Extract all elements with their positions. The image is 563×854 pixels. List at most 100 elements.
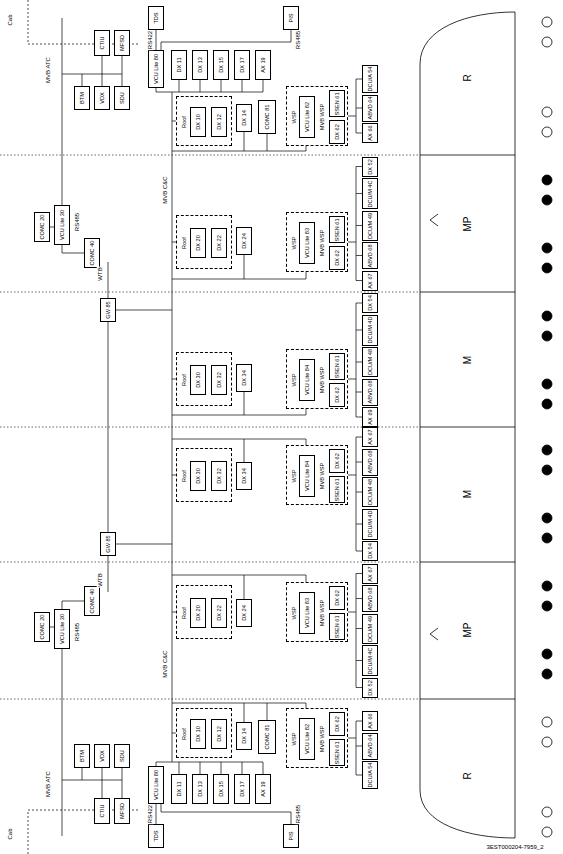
bus-line xyxy=(116,310,172,311)
bus-line xyxy=(221,80,222,92)
car-boundary xyxy=(0,155,420,699)
module-label: DX 17 xyxy=(239,781,246,797)
bus-line xyxy=(348,475,356,476)
module-label: DX 30 xyxy=(195,468,202,484)
module-label: DX 22 xyxy=(216,235,223,251)
module-label: DX 62 xyxy=(334,387,341,403)
group-heading: Roof xyxy=(181,374,188,386)
bus-line xyxy=(172,703,306,704)
module-box: SSEN 61 xyxy=(329,613,345,640)
interface-label: RS422 xyxy=(147,30,154,50)
module-box: SSEN 61 xyxy=(329,90,345,117)
module-box: DX 15 xyxy=(213,774,229,804)
bus-label: MVB C&C xyxy=(162,175,169,204)
module-box: VCU Lite 30 xyxy=(54,609,70,649)
module-label: AX 19 xyxy=(260,57,267,72)
module-label: DX 13 xyxy=(197,781,204,797)
module-label: DX 24 xyxy=(241,233,248,249)
bus-line xyxy=(348,738,356,739)
module-box: DX 11 xyxy=(171,774,187,804)
group-heading: MVB WSP xyxy=(319,230,326,256)
module-label: DX 15 xyxy=(218,781,225,797)
module-label: DX 20 xyxy=(195,235,202,251)
module-label: VCU Lite 84 xyxy=(304,461,311,491)
module-label: DX 20 xyxy=(195,605,202,621)
module-box: DX 62 xyxy=(329,449,345,473)
module-label: DX 10 xyxy=(195,114,202,130)
module-label: SSEN 61 xyxy=(334,92,341,115)
module-box: DX 30 xyxy=(190,365,206,395)
group-box: WSPMVB WSPVCU Lite 82SSEN 61DX 62 xyxy=(286,708,348,768)
bus-label: MVB ATC xyxy=(45,770,52,798)
module-label: DX 11 xyxy=(176,781,183,796)
bus-line xyxy=(244,575,245,599)
module-box: DX 11 xyxy=(171,50,187,80)
bus-line xyxy=(108,262,109,298)
bus-line xyxy=(356,721,357,775)
group-box: RoofDX 20DX 22 xyxy=(176,585,232,639)
module-label: COMC 40 xyxy=(89,589,96,614)
group-heading: MVB WSP xyxy=(319,367,326,393)
bus-line xyxy=(102,768,103,780)
module-label: CTIU xyxy=(99,804,106,817)
module-label: TDS xyxy=(153,830,160,841)
bus-line xyxy=(242,762,243,774)
bus-line xyxy=(306,146,307,151)
module-box: DX 22 xyxy=(211,228,227,258)
module-box: COMC 40 xyxy=(84,586,100,616)
module-label: CTIU xyxy=(99,36,106,49)
module-label: DX 12 xyxy=(216,726,223,742)
module-label: SSEN 61 xyxy=(334,615,341,638)
module-label: AX 66 xyxy=(367,713,374,728)
module-label: VDX xyxy=(99,92,106,104)
module-label: DCU/M 49 xyxy=(367,615,374,641)
module-box: ABVD 68 xyxy=(362,242,378,269)
module-label: SDU xyxy=(119,750,126,762)
module-box: DX 62 xyxy=(329,246,345,270)
connector xyxy=(62,601,84,609)
module-box: SSEN 61 xyxy=(329,216,345,243)
module-label: COMC 20 xyxy=(39,615,46,640)
module-label: COMC 20 xyxy=(39,215,46,240)
bus-line xyxy=(62,18,63,205)
group-heading: Roof xyxy=(181,237,188,249)
car-divider xyxy=(420,155,515,699)
group-heading: MVB WSP xyxy=(319,726,326,752)
module-box: VCU Lite 30 xyxy=(54,205,70,245)
module-label: DCU/M 48 xyxy=(367,479,374,505)
group-heading: Roof xyxy=(181,728,188,740)
bus-line xyxy=(200,80,201,92)
module-label: DX 32 xyxy=(216,468,223,484)
bus-line xyxy=(267,703,268,720)
bus-line xyxy=(356,574,357,688)
module-label: DX 30 xyxy=(195,372,202,388)
bus-line xyxy=(82,74,83,86)
module-box: COMC 40 xyxy=(84,238,100,268)
module-label: PIS xyxy=(288,831,295,840)
module-box: DX 54 xyxy=(362,293,378,313)
bus-line xyxy=(172,575,306,576)
module-label: DX 62 xyxy=(334,453,341,469)
bus-line xyxy=(172,151,306,152)
module-label: SSEN 61 xyxy=(334,741,341,764)
connector xyxy=(62,245,84,253)
module-box: DX 15 xyxy=(213,50,229,80)
module-box: VCU Lite 82 xyxy=(299,718,315,760)
module-label: DX 62 xyxy=(334,250,341,266)
bus-line xyxy=(348,242,356,243)
motor-wheel xyxy=(542,175,552,679)
bus-line xyxy=(348,379,356,380)
module-box: DX 34 xyxy=(236,462,252,490)
bus-line xyxy=(356,303,357,417)
connector xyxy=(156,30,157,50)
module-label: GW 85 xyxy=(105,301,112,318)
module-label: VCU Lite 30 xyxy=(59,614,66,644)
module-box: COMC 20 xyxy=(34,212,50,242)
module-label: DX 14 xyxy=(241,110,248,126)
module-label: DX 54 xyxy=(367,543,374,559)
module-box: CTIU xyxy=(94,798,110,824)
group-heading: WSP xyxy=(291,111,298,124)
module-box: DCU/M 49 xyxy=(362,614,378,644)
car-label: M xyxy=(462,355,473,365)
